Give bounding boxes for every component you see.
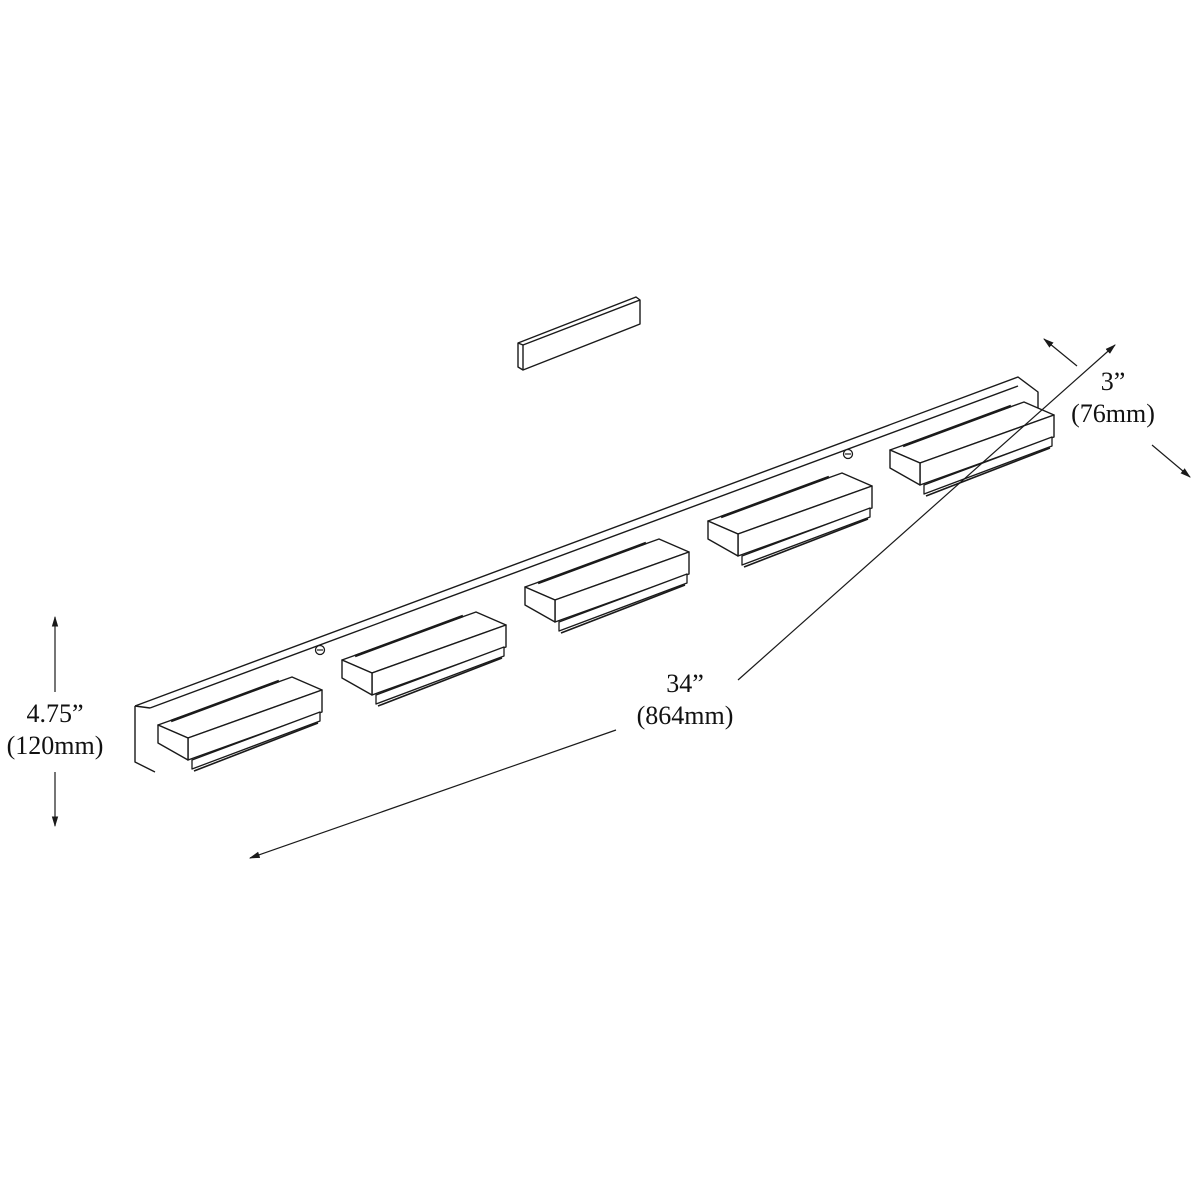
depth-metric: (76mm) (1071, 399, 1155, 428)
depth-dimension-label: 3” (76mm) (1058, 366, 1168, 430)
height-dimension-label: 4.75” (120mm) (0, 698, 110, 762)
lamp-shade-3 (524, 538, 690, 634)
junction-cover (517, 296, 641, 371)
lamp-shade-4 (707, 472, 873, 568)
height-imperial: 4.75” (26, 699, 84, 728)
height-metric: (120mm) (6, 731, 104, 760)
lamp-shade-2 (341, 611, 507, 707)
depth-dimension-line (1043, 338, 1191, 478)
mounting-screw-right (842, 448, 854, 460)
width-metric: (864mm) (636, 701, 734, 730)
depth-imperial: 3” (1100, 367, 1126, 396)
width-imperial: 34” (666, 669, 704, 698)
lamp-shades (157, 401, 1055, 772)
lamp-shade-1 (157, 676, 323, 772)
mounting-screw-left (314, 644, 326, 656)
width-dimension-label: 34” (864mm) (625, 668, 745, 732)
width-dimension-line (248, 344, 1116, 859)
lamp-shade-5 (889, 401, 1055, 497)
